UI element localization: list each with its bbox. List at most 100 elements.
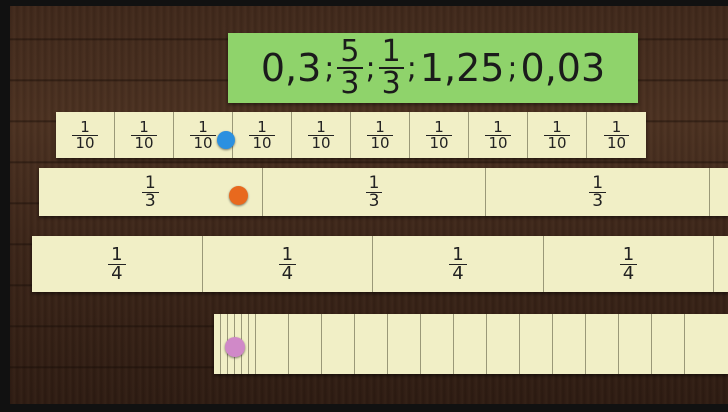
black-border-top	[0, 0, 728, 6]
banner-decimal: 0,3	[261, 46, 321, 90]
fraction-denominator: 3	[589, 192, 606, 210]
fraction-numerator: 1	[136, 120, 152, 135]
banner-item: 1,25	[420, 46, 505, 90]
banner-item: 0,03	[521, 46, 606, 90]
banner-separator: ;	[407, 51, 417, 86]
fraction-denominator: 10	[131, 135, 156, 151]
hundredths-cell	[586, 314, 619, 374]
fraction-denominator: 10	[249, 135, 274, 151]
fraction-numerator: 1	[108, 246, 125, 264]
fraction-numerator: 1	[279, 246, 296, 264]
fraction-numerator: 1	[372, 120, 388, 135]
hundredths-cell	[388, 314, 421, 374]
fraction-denominator: 10	[544, 135, 569, 151]
banner-item: 0,3	[261, 46, 321, 90]
hundredths-cell	[322, 314, 355, 374]
fraction-denominator: 3	[337, 67, 362, 99]
black-border-bottom	[0, 404, 728, 412]
fraction-numerator: 1	[313, 120, 329, 135]
pink-dot	[225, 337, 245, 357]
fraction-numerator: 1	[589, 175, 606, 192]
fraction-numerator: 1	[431, 120, 447, 135]
fraction-numerator: 1	[490, 120, 506, 135]
hundredths-cell	[454, 314, 487, 374]
fraction-numerator: 1	[366, 175, 383, 192]
thirds-cell: 13	[263, 168, 487, 216]
fraction-numerator: 1	[609, 120, 625, 135]
fraction-denominator: 4	[279, 264, 296, 283]
hundredths-cell	[256, 314, 289, 374]
hundredths-cell	[652, 314, 685, 374]
fraction-denominator: 10	[190, 135, 215, 151]
quarters-cell: 14	[203, 236, 374, 292]
hundredths-cell	[421, 314, 454, 374]
fraction-numerator: 5	[337, 37, 362, 67]
hundredths-cell	[487, 314, 520, 374]
fraction-denominator: 10	[485, 135, 510, 151]
fraction-denominator: 10	[308, 135, 333, 151]
hundredths-cell	[214, 314, 221, 374]
fraction-denominator: 10	[72, 135, 97, 151]
black-border-left	[0, 0, 10, 412]
fraction-numerator: 1	[142, 175, 159, 192]
fraction-numerator: 1	[449, 246, 466, 264]
fraction-denominator: 10	[426, 135, 451, 151]
blue-dot	[217, 131, 235, 149]
fraction-denominator: 3	[142, 192, 159, 210]
fraction-numerator: 1	[379, 37, 404, 67]
quarters-partial-cell	[714, 236, 728, 292]
hundredths-strip	[214, 314, 728, 374]
fraction-numerator: 1	[77, 120, 93, 135]
fraction-denominator: 4	[620, 264, 637, 283]
banner-decimal: 1,25	[420, 46, 505, 90]
orange-dot	[229, 186, 248, 205]
hundredths-cell	[685, 314, 718, 374]
banner-separator: ;	[507, 51, 517, 86]
fraction-denominator: 4	[108, 264, 125, 283]
hundredths-cell	[355, 314, 388, 374]
hundredths-cell	[289, 314, 322, 374]
fraction-denominator: 4	[449, 264, 466, 283]
fraction-numerator: 1	[620, 246, 637, 264]
fraction-numerator: 1	[195, 120, 211, 135]
hundredths-cell	[520, 314, 553, 374]
fraction-denominator: 3	[379, 67, 404, 99]
fraction-denominator: 3	[366, 192, 383, 210]
hundredths-cell	[249, 314, 256, 374]
fraction-denominator: 10	[367, 135, 392, 151]
banner-decimal: 0,03	[521, 46, 606, 90]
fraction-numerator: 1	[254, 120, 270, 135]
hundredths-cell	[553, 314, 586, 374]
quarters-cell: 14	[544, 236, 715, 292]
hundredths-cell	[619, 314, 652, 374]
